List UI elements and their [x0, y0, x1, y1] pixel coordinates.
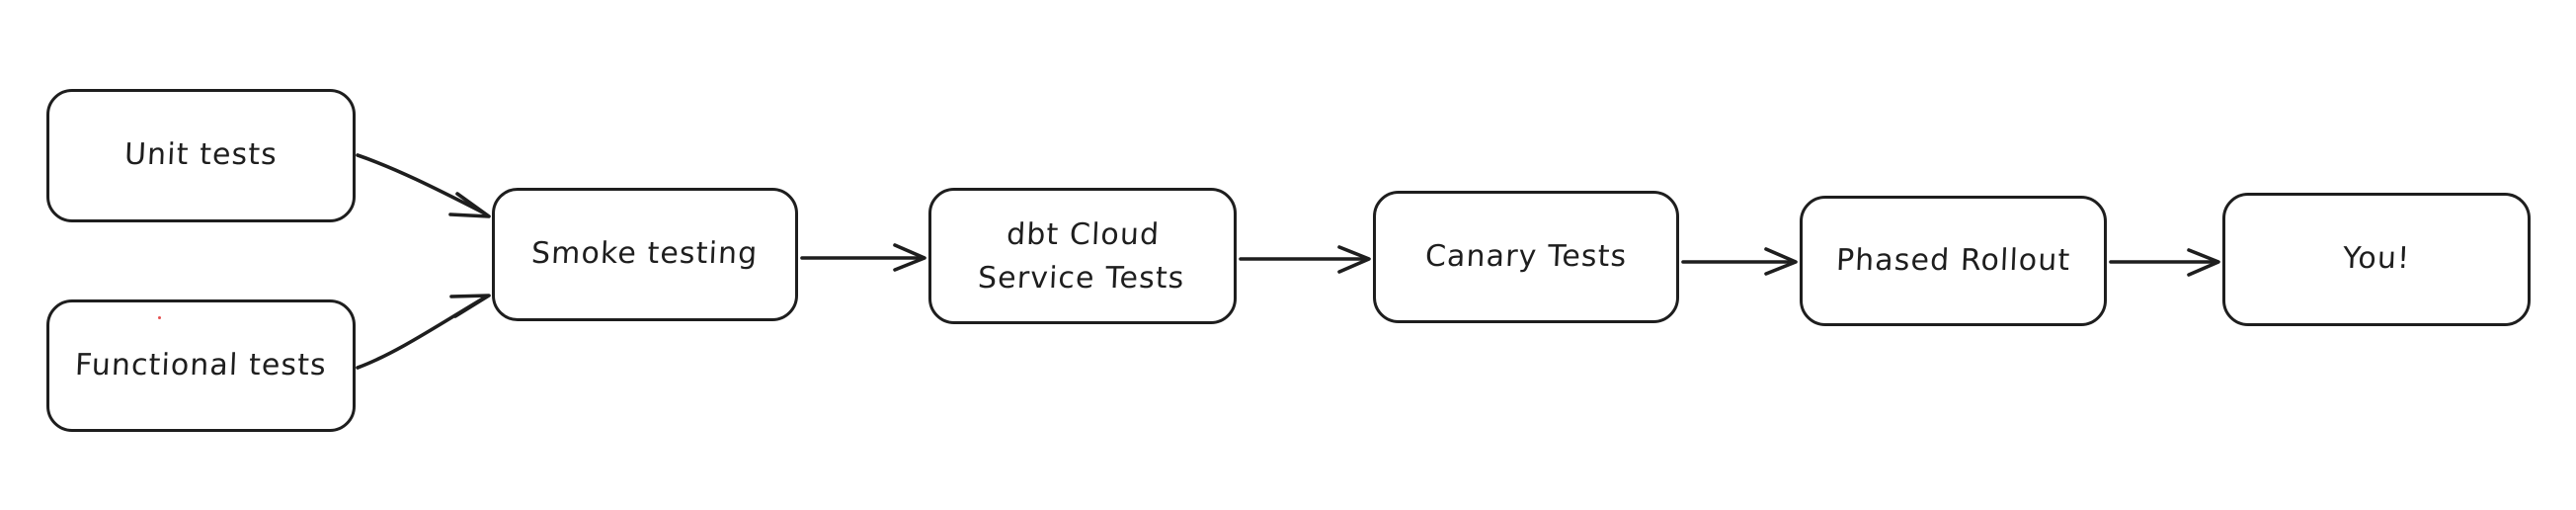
edge-canary-to-phased[interactable] [1681, 247, 1798, 276]
arrowhead-icon [893, 243, 926, 272]
arrowhead-icon [1337, 245, 1371, 274]
arrowhead-icon [2187, 248, 2220, 277]
edge-functional-to-smoke[interactable] [356, 294, 491, 370]
edge-line [356, 297, 485, 370]
node-smoke-testing[interactable]: Smoke testing [492, 188, 798, 321]
node-unit-tests[interactable]: Unit tests [46, 89, 356, 222]
edge-unit-to-smoke[interactable] [356, 153, 491, 218]
node-label: Smoke testing [530, 236, 760, 272]
stray-mark [158, 316, 161, 319]
node-functional-tests[interactable]: Functional tests [46, 299, 356, 432]
node-canary-tests[interactable]: Canary Tests [1373, 191, 1679, 323]
node-you[interactable]: You! [2222, 193, 2531, 326]
edge-dbt-to-canary[interactable] [1239, 245, 1371, 274]
node-phased-rollout[interactable]: Phased Rollout [1800, 196, 2107, 326]
edge-smoke-to-dbt[interactable] [800, 243, 926, 272]
node-dbt-cloud-service-tests[interactable]: dbt Cloud Service Tests [928, 188, 1237, 324]
edge-line [356, 153, 485, 214]
node-label: Phased Rollout [1835, 242, 2071, 278]
node-label: Canary Tests [1424, 238, 1628, 274]
node-label: Unit tests [123, 137, 279, 173]
node-label: You! [2342, 241, 2411, 277]
node-label: Functional tests [74, 347, 328, 382]
arrowhead-icon [449, 294, 491, 318]
arrowhead-icon [448, 192, 491, 218]
arrowhead-icon [1764, 247, 1798, 276]
edge-phased-to-you[interactable] [2109, 248, 2220, 277]
node-label: dbt Cloud Service Tests [977, 216, 1186, 296]
